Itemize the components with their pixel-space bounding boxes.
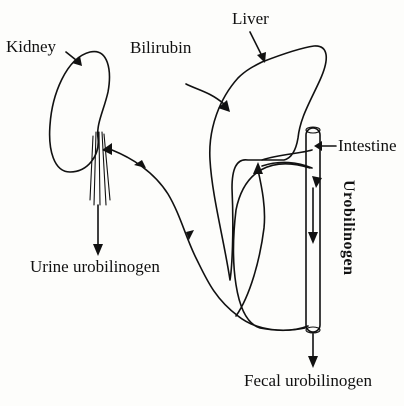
return-to-liver [236, 162, 265, 316]
liver-label: Liver [232, 9, 269, 28]
intestine-label: Intestine [338, 136, 397, 155]
enterohepatic-loop [234, 164, 310, 330]
portal-circulation [102, 143, 305, 330]
fecal-arrow [308, 334, 318, 368]
urobilinogen-vertical-label: Urobilinogen [340, 180, 357, 276]
intestine-pointer [314, 141, 336, 151]
ureter-lines [90, 132, 110, 205]
liver-organ [210, 46, 326, 280]
bilirubin-label: Bilirubin [130, 38, 192, 57]
kidney-pointer [66, 52, 82, 66]
liver-pointer [250, 32, 266, 63]
urine-urobilinogen-label: Urine urobilinogen [30, 257, 160, 276]
fecal-urobilinogen-label: Fecal urobilinogen [244, 371, 372, 390]
urine-arrow [93, 205, 103, 256]
kidney-label: Kidney [6, 37, 57, 56]
kidney-organ [50, 52, 110, 172]
urobilinogen-arrow-down [308, 188, 318, 244]
